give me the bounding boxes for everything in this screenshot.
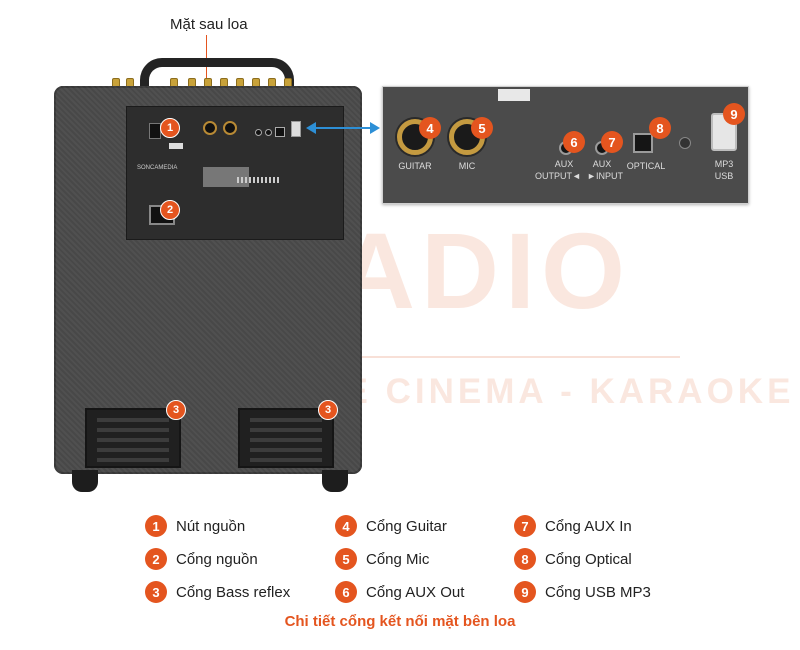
optical-port[interactable] (275, 127, 285, 137)
arrow-right-icon (370, 122, 380, 134)
legend-label: Cổng AUX Out (366, 583, 465, 601)
bass-reflex-vent-left (85, 408, 181, 468)
legend-number: 2 (145, 548, 167, 570)
legend-column-3: 7 Cổng AUX In 8 Cổng Optical 9 Cổng USB MP3 (514, 514, 651, 604)
legend-label: Nút nguồn (176, 517, 246, 535)
aux-in-sub-label: ►INPUT (587, 171, 623, 181)
legend-item: 2 Cổng nguồn (145, 547, 290, 571)
aux-out-label: AUX (554, 159, 574, 169)
rating-label (169, 143, 183, 149)
legend-label: Cổng nguồn (176, 550, 258, 568)
optical-port-zoom[interactable] (633, 133, 653, 153)
vent-slot (97, 438, 169, 442)
legend-number: 7 (514, 515, 536, 537)
badge-bass-right: 3 (318, 400, 338, 420)
legend-label: Cổng AUX In (545, 517, 632, 535)
aux-in-jack[interactable] (265, 129, 272, 136)
serial-sticker (498, 89, 530, 101)
legend-item: 7 Cổng AUX In (514, 514, 651, 538)
mic-label: MIC (458, 161, 476, 171)
legend-number: 6 (335, 581, 357, 603)
badge-guitar: 4 (419, 117, 441, 139)
usb-sub-label: USB (714, 171, 734, 181)
vent-slot (97, 428, 169, 432)
vent-slot (97, 458, 169, 462)
arrow-left-icon (306, 122, 316, 134)
legend-number: 9 (514, 581, 536, 603)
screw-icon (679, 137, 691, 149)
legend-label: Cổng Optical (545, 550, 632, 568)
legend-item: 8 Cổng Optical (514, 547, 651, 571)
guitar-label: GUITAR (398, 161, 432, 171)
legend-item: 4 Cổng Guitar (335, 514, 464, 538)
legend-column-2: 4 Cổng Guitar 5 Cổng Mic 6 Cổng AUX Out (335, 514, 464, 604)
optical-label: OPTICAL (626, 161, 666, 171)
vent-slot (250, 418, 322, 422)
vent-slot (250, 428, 322, 432)
legend-number: 1 (145, 515, 167, 537)
rear-view-title: Mặt sau loa (170, 16, 248, 33)
speaker-foot-left (72, 470, 98, 492)
zoomed-connector-panel: 4 GUITAR 5 MIC 6 AUX OUTPUT◄ 7 AUX ►INPU… (382, 86, 749, 204)
figure-caption: Chi tiết cổng kết nối mặt bên loa (284, 613, 516, 630)
legend-item: 5 Cổng Mic (335, 547, 464, 571)
legend-label: Cổng Mic (366, 550, 430, 568)
legend-item: 9 Cổng USB MP3 (514, 580, 651, 604)
bass-reflex-vent-right (238, 408, 334, 468)
legend-item: 1 Nút nguồn (145, 514, 290, 538)
badge-usb: 9 (723, 103, 745, 125)
watermark-divider (350, 356, 680, 358)
vent-slot (250, 448, 322, 452)
aux-out-jack[interactable] (255, 129, 262, 136)
guitar-jack[interactable] (203, 121, 217, 135)
legend-label: Cổng Guitar (366, 517, 447, 535)
badge-mic: 5 (471, 117, 493, 139)
legend-number: 5 (335, 548, 357, 570)
legend-number: 3 (145, 581, 167, 603)
aux-out-sub-label: OUTPUT◄ (535, 171, 581, 181)
legend-label: Cổng USB MP3 (545, 583, 651, 601)
badge-aux-out: 6 (563, 131, 585, 153)
badge-power-in: 2 (160, 200, 180, 220)
vent-slot (250, 438, 322, 442)
legend-number: 4 (335, 515, 357, 537)
vent-slot (97, 448, 169, 452)
usb-label: MP3 (714, 159, 734, 169)
legend-label: Cổng Bass reflex (176, 583, 291, 601)
legend-column-1: 1 Nút nguồn 2 Cổng nguồn 3 Cổng Bass reflex (145, 514, 290, 604)
vent-slot (250, 458, 322, 462)
speaker-foot-right (322, 470, 348, 492)
legend-number: 8 (514, 548, 536, 570)
badge-optical: 8 (649, 117, 671, 139)
legend-item: 3 Cổng Bass reflex (145, 580, 290, 604)
barcode (237, 177, 281, 183)
panel-brand: SONCAMEDIA (137, 165, 178, 171)
aux-in-label: AUX (592, 159, 612, 169)
badge-power: 1 (160, 118, 180, 138)
usb-port[interactable] (291, 121, 301, 137)
badge-bass-left: 3 (166, 400, 186, 420)
badge-aux-in: 7 (601, 131, 623, 153)
vent-slot (97, 418, 169, 422)
legend-item: 6 Cổng AUX Out (335, 580, 464, 604)
zoom-arrow (310, 127, 375, 129)
mic-jack[interactable] (223, 121, 237, 135)
